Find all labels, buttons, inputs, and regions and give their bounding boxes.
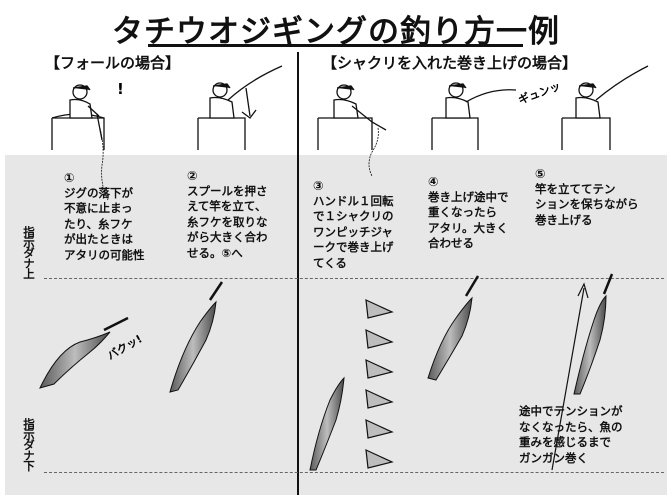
step-3-line: てくる [313,255,347,270]
step-3-line: ハンドル１回転 [313,193,394,208]
step-1-line: アタリの可能性 [64,247,145,262]
bottom-note-line: ガンガン巻く [519,450,588,465]
ribbonfish-2 [169,281,224,393]
step-4-line: 巻き上げ途中で [428,189,509,204]
step-2-line: せる。⑤へ [187,245,243,260]
bottom-note-line: 途中でテンションが [519,404,623,418]
jig-zigzag-path [365,299,394,469]
step-1-line: ジグの落下が [64,185,133,200]
target-depth-bottom-line [44,472,664,473]
step-2-line: 糸フケを取りな [187,214,268,229]
step-5-line: 竿を立ててテン [535,181,616,196]
step-1-line: が出たときは [64,232,133,246]
step-2-line: スプールを押さ [187,183,268,198]
depth-label-top: 指示ダナ上 [22,226,36,279]
bottom-note: 途中でテンションが なくなったら、魚の 重みを感じるまで ガンガン巻く [519,404,623,466]
depth-label-bottom: 指示ダナ下 [22,418,36,471]
ribbonfish-1 [39,316,129,389]
angler-figure-2 [197,65,283,150]
step-2-line: えて竿を立て、 [187,199,267,213]
target-depth-top-line [44,278,664,279]
step-3-line: で１シャクリの [313,209,394,223]
step-2-number: ② [187,168,198,183]
section-heading-jerk: 【シャクリを入れた巻き上げの場合】 [322,54,578,72]
step-5-number: ⑤ [535,166,546,181]
step-3: ③ ハンドル１回転 で１シャクリの ワンピッチジャ ークで巻き上げ てくる [313,178,394,271]
step-4-number: ④ [428,174,439,189]
step-5-line: 巻き上げる [535,212,593,227]
angler-figure-4 [431,82,517,150]
sfx-exclaim: ! [117,80,124,98]
step-1-number: ① [64,170,75,185]
step-1-line: たり、糸フケ [64,216,133,231]
ribbonfish-3 [309,376,345,471]
ribbonfish-5 [573,273,614,395]
step-4-line: 合わせる [428,236,474,250]
fishing-line-1 [99,127,109,201]
section-heading-fall: 【フォールの場合】 [45,54,181,72]
step-1: ① ジグの落下が 不意に止まっ たり、糸フケ が出たときは アタリの可能性 [64,170,145,263]
step-3-line: ワンピッチジャ [313,224,393,239]
angler-figure-5 [561,65,649,150]
step-3-number: ③ [313,178,324,193]
step-5: ⑤ 竿を立ててテン ションを保ちながら 巻き上げる [535,166,639,228]
ribbonfish-4 [427,275,480,381]
step-1-line: 不意に止まっ [64,201,133,215]
angler-figure-3 [317,84,387,150]
step-4-line: 重くなったら [428,205,497,219]
sfx-gyun: ギュンッ [516,79,562,107]
reel-up-arrow [551,287,585,471]
step-2-line: がら大きく合わ [187,230,268,244]
bottom-note-line: なくなったら、魚の [519,419,623,434]
step-3-line: ークで巻き上げ [313,240,394,254]
angler-figure-1 [51,84,105,150]
step-4-line: アタリ。大きく [428,220,509,235]
step-5-line: ションを保ちながら [535,197,639,211]
step-4: ④ 巻き上げ途中で 重くなったら アタリ。大きく 合わせる [428,174,509,252]
bottom-note-line: 重みを感じるまで [519,435,611,449]
step-2: ② スプールを押さ えて竿を立て、 糸フケを取りな がら大きく合わ せる。⑤へ [187,168,268,261]
section-divider [297,52,299,495]
fishing-line-3 [368,127,379,177]
title-underline [148,44,523,47]
sfx-bite: バクッ! [105,332,144,362]
